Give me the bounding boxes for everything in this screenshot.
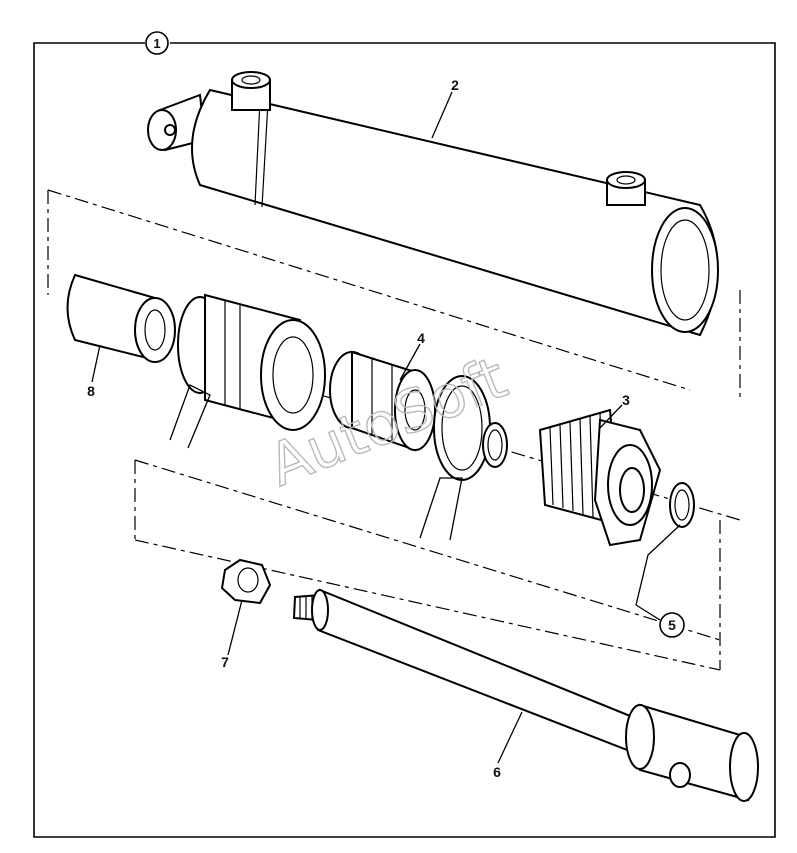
callout-5-circle [659, 612, 685, 638]
callout-6: 6 [493, 764, 501, 780]
assembly-number-circle [145, 31, 169, 55]
callout-3: 3 [622, 392, 630, 408]
cylinder-barrel [147, 71, 719, 337]
threaded-cap [538, 408, 662, 547]
piston [329, 350, 436, 452]
o-ring [669, 482, 695, 528]
callouts: 2 3 4 5 6 7 8 [87, 77, 685, 780]
callout-5: 5 [668, 617, 676, 633]
piston-rod [292, 588, 759, 802]
callout-4: 4 [417, 330, 425, 346]
callout-8: 8 [87, 383, 95, 399]
gland-head [177, 293, 326, 431]
hex-nut [220, 558, 272, 605]
leader-lines [91, 91, 681, 764]
callout-2: 2 [451, 77, 459, 93]
o-ring-small [482, 422, 508, 468]
assembly-number: 1 [153, 36, 160, 51]
bushing [66, 273, 176, 363]
figure-frame: 1 [33, 31, 776, 838]
callout-7: 7 [221, 654, 229, 670]
